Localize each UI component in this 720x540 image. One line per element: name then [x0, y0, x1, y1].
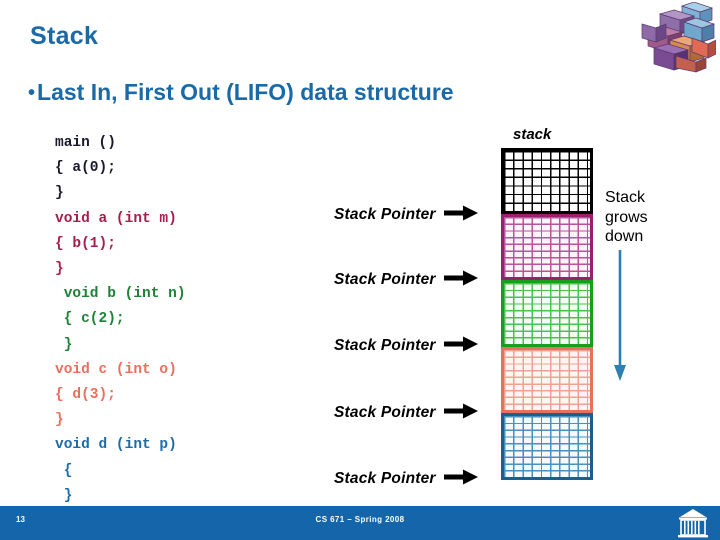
stack-pointer-row: Stack Pointer [334, 402, 504, 424]
stack-pointer-row: Stack Pointer [334, 204, 504, 226]
code-line: void c (int o) [55, 361, 177, 378]
footer-page-number: 13 [16, 515, 25, 524]
code-line: { c(2); [55, 311, 125, 328]
code-line: void a (int m) [55, 210, 177, 227]
band-a [501, 214, 593, 280]
stack-pointer-row: Stack Pointer [334, 468, 504, 490]
code-line: void b (int n) [55, 286, 186, 303]
code-line: } [55, 487, 73, 504]
band-grid [504, 416, 590, 477]
bullet-line: • Last In, First Out (LIFO) data structu… [28, 79, 454, 106]
stack-pointer-row: Stack Pointer [334, 335, 504, 357]
grows-down-line-1: Stack [605, 189, 646, 206]
band-c [501, 347, 593, 413]
bullet-marker-icon: • [28, 81, 36, 104]
code-line: main () [55, 135, 116, 151]
stack-pointer-label: Stack Pointer [334, 404, 436, 421]
page-title: Stack [30, 22, 99, 50]
stack-pointer-arrow-icon [443, 469, 478, 490]
stack-pointer-arrow-icon [443, 403, 478, 424]
grows-down-line-3: down [605, 228, 644, 245]
bullet-text: Last In, First Out (LIFO) data structure [37, 79, 454, 105]
code-line: { b(1); [55, 235, 116, 252]
grows-down-line-2: grows [605, 208, 648, 226]
stack-pointer-arrow-icon [443, 270, 478, 291]
band-grid [504, 283, 590, 344]
band-grid [504, 151, 590, 211]
stack-pointer-arrow-icon [443, 336, 478, 357]
footer-bar: 13 CS 671 – Spring 2008 [0, 506, 720, 540]
band-grid [504, 217, 590, 277]
cube-cluster-decoration-icon [640, 1, 717, 74]
university-rotunda-logo-icon [676, 508, 710, 538]
stack-pointer-label: Stack Pointer [334, 337, 436, 354]
stack-grows-down-label: Stack grows down [605, 188, 648, 247]
band-b [501, 280, 593, 347]
stack-pointer-arrow-icon [443, 205, 478, 226]
stack-pointer-label: Stack Pointer [334, 470, 436, 487]
stack-pointer-label: Stack Pointer [334, 271, 436, 288]
code-line: { [55, 462, 73, 479]
stack-column [501, 148, 593, 480]
stack-diagram-label: stack [513, 126, 552, 143]
code-listing: main () { a(0);} void a (int m) { b(1);} vo… [55, 131, 186, 509]
code-line: } [55, 261, 64, 278]
code-line: void d (int p) [55, 437, 177, 454]
stack-pointer-label: Stack Pointer [334, 206, 436, 223]
footer-course-label: CS 671 – Spring 2008 [315, 515, 405, 524]
code-line: { a(0); [55, 160, 116, 177]
code-line: { d(3); [55, 387, 116, 404]
band-main [501, 148, 593, 214]
band-grid [504, 350, 590, 410]
band-d [501, 413, 593, 480]
downward-arrow-icon [610, 250, 630, 387]
code-line: } [55, 336, 73, 353]
code-line: } [55, 185, 64, 202]
stack-pointer-row: Stack Pointer [334, 269, 504, 291]
code-line: } [55, 412, 64, 429]
